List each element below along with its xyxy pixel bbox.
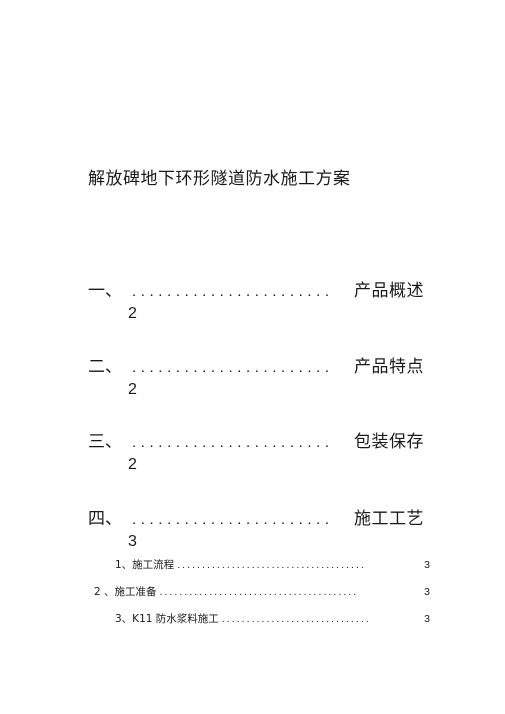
- subtoc-leader-dots: ........................................: [159, 586, 359, 598]
- toc-entry-label: 施工工艺: [354, 509, 424, 529]
- subtoc-entry-page: 3: [424, 559, 430, 571]
- toc-leader-dots: .......................: [132, 283, 334, 300]
- subtoc-entry-2: 2 、施工准备 ................................…: [94, 584, 430, 600]
- toc-entry-label: 产品概述: [354, 281, 424, 301]
- toc-entry-2: 二、 ....................... 产品特点 2: [88, 352, 424, 418]
- toc-entry-label: 产品特点: [354, 357, 424, 377]
- toc-entry-1: 一、 ....................... 产品概述 2: [88, 276, 424, 342]
- toc-entry-page: 2: [128, 456, 137, 473]
- toc-leader-dots: .......................: [132, 359, 334, 376]
- toc-entry-3: 三、 ....................... 包装保存 2: [88, 427, 424, 493]
- toc-entry-number: 二、: [88, 357, 122, 377]
- toc-leader-dots: .......................: [132, 511, 334, 528]
- toc-entry-4: 四、 ....................... 施工工艺 3: [88, 504, 424, 570]
- toc-entry-page: 2: [128, 305, 137, 322]
- toc-entry-number: 三、: [88, 432, 122, 452]
- toc-entry-page: 2: [128, 381, 137, 398]
- subtoc-entry-1: 1、施工流程 .................................…: [115, 557, 430, 573]
- subtoc-entry-page: 3: [424, 586, 430, 598]
- subtoc-entry-label: 1、施工流程: [115, 559, 175, 571]
- subtoc-leader-dots: ......................................: [177, 559, 366, 571]
- subtoc-entry-label: 3、K11 防水浆料施工: [115, 613, 219, 625]
- subtoc-entry-label: 2 、施工准备: [94, 586, 157, 598]
- subtoc-entry-page: 3: [424, 613, 430, 625]
- toc-entry-number: 四、: [88, 509, 122, 529]
- subtoc-entry-3: 3、K11 防水浆料施工 ...........................…: [115, 611, 430, 627]
- toc-entry-page: 3: [128, 533, 137, 550]
- document-title: 解放碑地下环形隧道防水施工方案: [88, 169, 351, 189]
- toc-leader-dots: .......................: [132, 434, 334, 451]
- toc-entry-number: 一、: [88, 281, 122, 301]
- subtoc-leader-dots: ..............................: [221, 613, 371, 625]
- toc-entry-label: 包装保存: [354, 432, 424, 452]
